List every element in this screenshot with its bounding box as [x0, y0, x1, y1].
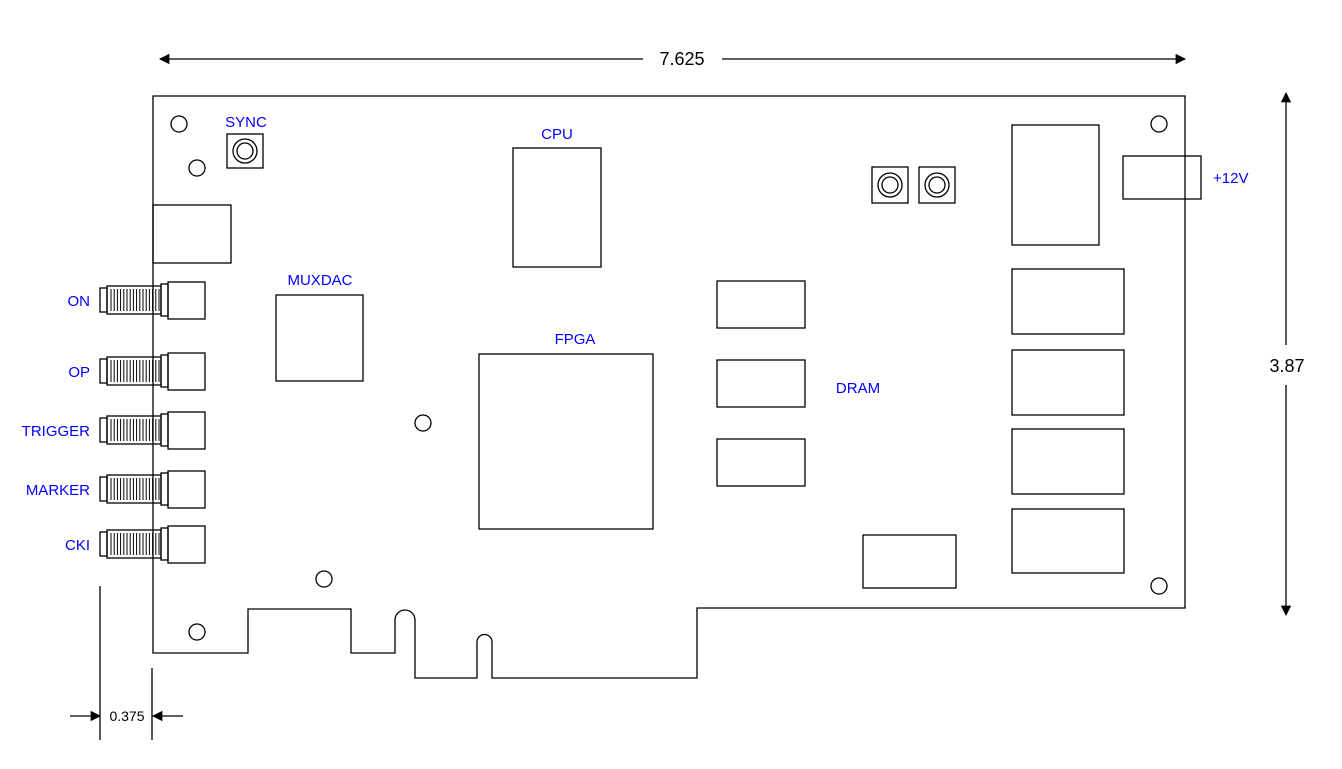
height-value: 3.87: [1269, 356, 1304, 376]
sma-connector-trigger: TRIGGER: [22, 411, 206, 450]
cpu-chip: CPU: [512, 126, 602, 268]
jumper-connectors: [871, 166, 956, 204]
connector-label: CKI: [65, 537, 90, 554]
offset-dimension: 0.375: [70, 586, 183, 740]
power-components: [862, 124, 1125, 589]
muxdac-chip: MUXDAC: [275, 272, 364, 382]
muxdac-label: MUXDAC: [287, 272, 352, 289]
board-outline: [152, 95, 1186, 679]
sma-connector-marker: MARKER: [26, 470, 206, 509]
sma-connectors: ON OP TRIGGER MARKER CKI: [22, 281, 206, 564]
connector-label: MARKER: [26, 482, 90, 499]
bracket-block: [152, 204, 232, 264]
dram-label: DRAM: [836, 380, 880, 397]
sync-connector: SYNC: [225, 114, 267, 169]
sma-connector-cki: CKI: [65, 525, 206, 564]
height-dimension: 3.87: [1269, 91, 1305, 617]
offset-value: 0.375: [109, 708, 144, 724]
power-label: +12V: [1213, 170, 1248, 187]
dram-chips: DRAM: [716, 280, 880, 487]
width-value: 7.625: [659, 49, 704, 69]
sma-connector-on: ON: [68, 281, 206, 320]
fpga-label: FPGA: [555, 331, 596, 348]
connector-label: TRIGGER: [22, 423, 91, 440]
connector-label: OP: [68, 364, 90, 381]
cpu-label: CPU: [541, 126, 573, 143]
mounting-holes: [170, 115, 1168, 641]
fpga-chip: FPGA: [478, 331, 654, 530]
sync-label: SYNC: [225, 114, 267, 131]
connector-label: ON: [68, 293, 91, 310]
sma-connector-op: OP: [68, 352, 206, 391]
width-dimension: 7.625: [158, 49, 1187, 69]
power-connector: +12V: [1122, 155, 1248, 200]
